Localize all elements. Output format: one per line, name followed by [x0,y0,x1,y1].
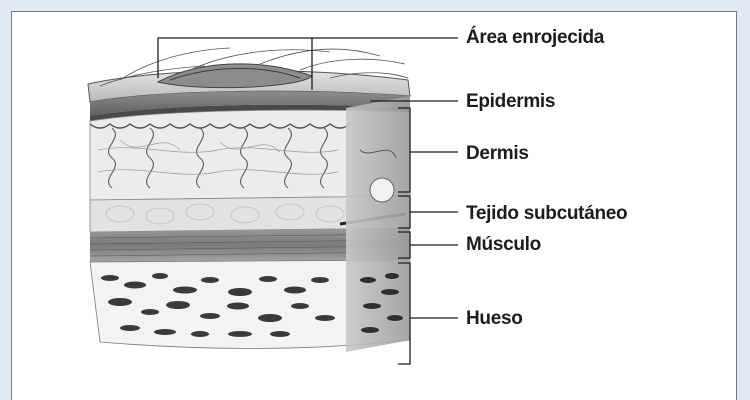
label-bone: Hueso [466,309,523,328]
block-side-face [346,96,410,352]
label-dermis: Dermis [466,144,529,163]
label-subcutaneous: Tejido subcutáneo [466,204,627,223]
label-muscle: Músculo [466,235,541,254]
label-red-area: Área enrojecida [466,28,604,47]
label-epidermis: Epidermis [466,92,555,111]
